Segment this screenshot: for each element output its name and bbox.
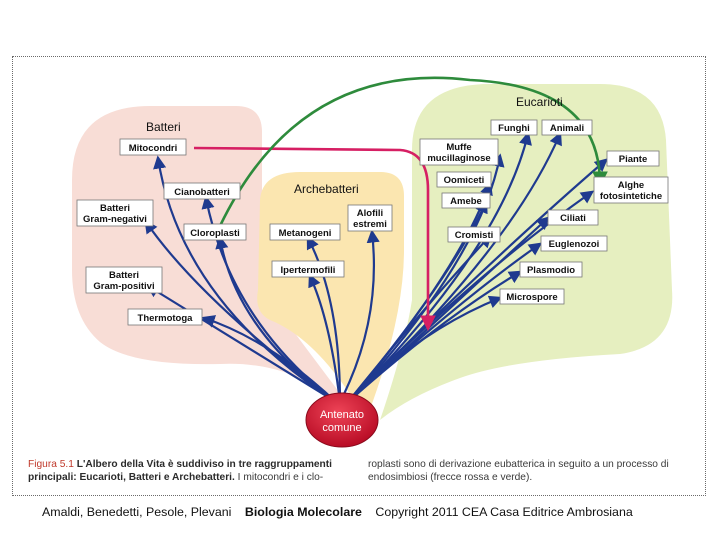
- svg-text:Cianobatteri: Cianobatteri: [174, 187, 229, 198]
- svg-text:Thermotoga: Thermotoga: [138, 313, 194, 324]
- label-hyperthermophiles: Ipertermofili: [271, 260, 345, 278]
- svg-text:Amebe: Amebe: [450, 196, 482, 207]
- branch-lines: [144, 131, 608, 404]
- label-plasmodium: Plasmodio: [519, 261, 583, 278]
- svg-text:Mitocondri: Mitocondri: [129, 143, 178, 154]
- label-chromists: Cromisti: [447, 226, 501, 243]
- label-gram-positive: Batteri Gram-positivi: [85, 266, 163, 294]
- label-euglenozoa: Euglenozoi: [540, 235, 608, 252]
- label-fungi: Funghi: [490, 119, 538, 136]
- svg-text:Plasmodio: Plasmodio: [527, 265, 575, 276]
- svg-text:Piante: Piante: [619, 154, 648, 165]
- svg-text:mucillaginose: mucillaginose: [427, 153, 490, 164]
- svg-text:Ipertermofili: Ipertermofili: [281, 265, 336, 276]
- branch-animals: [346, 131, 562, 404]
- common-ancestor-node: Antenato comune: [305, 392, 379, 448]
- figure-caption-right: roplasti sono di derivazione eubatterica…: [368, 459, 708, 484]
- group-title-archaea: Archebatteri: [294, 182, 359, 196]
- branch-slime-molds: [346, 153, 505, 404]
- label-oomycetes: Oomiceti: [436, 171, 492, 188]
- common-ancestor-line1: Antenato: [320, 409, 364, 421]
- svg-text:Ciliati: Ciliati: [560, 213, 586, 224]
- svg-text:estremi: estremi: [353, 219, 387, 230]
- branch-methanogens: [306, 235, 342, 404]
- label-amoebae: Amebe: [441, 192, 491, 209]
- label-methanogens: Metanogeni: [269, 223, 341, 241]
- label-chloroplasts: Cloroplasti: [183, 223, 247, 241]
- figure-frame: [12, 56, 706, 496]
- svg-text:Cloroplasti: Cloroplasti: [190, 228, 240, 239]
- label-slime-molds: Muffe mucillaginose: [419, 138, 499, 166]
- label-gram-negative: Batteri Gram-negativi: [76, 199, 154, 227]
- label-cyanobacteria: Cianobatteri: [163, 182, 241, 200]
- branch-chloroplast-stem: [215, 235, 338, 404]
- common-ancestor-line2: comune: [322, 422, 361, 434]
- label-ciliates: Ciliati: [547, 209, 599, 226]
- footer: Amaldi, Benedetti, Pesole, Plevani Biolo…: [42, 505, 643, 519]
- label-animals: Animali: [541, 119, 593, 136]
- svg-text:Gram-negativi: Gram-negativi: [83, 214, 147, 225]
- footer-authors: Amaldi, Benedetti, Pesole, Plevani: [42, 505, 232, 519]
- group-title-eukarya: Eucarioti: [516, 95, 563, 109]
- svg-text:Metanogeni: Metanogeni: [279, 228, 332, 239]
- svg-text:Euglenozoi: Euglenozoi: [549, 239, 600, 250]
- svg-text:Animali: Animali: [550, 123, 584, 134]
- svg-text:Microspore: Microspore: [506, 292, 557, 303]
- label-microsporidia: Microspore: [499, 288, 565, 305]
- svg-text:Alghe: Alghe: [618, 180, 644, 191]
- branch-fungi: [346, 131, 532, 404]
- branch-halophiles: [338, 229, 380, 404]
- figure-label: Figura 5.1: [28, 459, 74, 470]
- label-thermotoga: Thermotoga: [127, 308, 203, 326]
- svg-text:Batteri: Batteri: [109, 270, 139, 281]
- group-title-bacteria: Batteri: [146, 120, 181, 134]
- footer-book-title: Biologia Molecolare: [244, 505, 362, 519]
- caption-bold-text: L'Albero della Vita è suddiviso in tre r…: [28, 459, 332, 483]
- label-mitochondria: Mitocondri: [119, 138, 187, 156]
- bacteria-region: [72, 106, 360, 420]
- label-photosynthetic-algae: Alghe fotosintetiche: [593, 176, 669, 204]
- svg-text:Muffe: Muffe: [446, 142, 471, 153]
- svg-text:Batteri: Batteri: [100, 203, 130, 214]
- label-plants: Piante: [606, 150, 660, 167]
- caption-text-left: I mitocondri e i clo-: [237, 471, 324, 483]
- footer-copyright: Copyright 2011 CEA Casa Editrice Ambrosi…: [375, 505, 633, 519]
- svg-text:Cromisti: Cromisti: [455, 230, 494, 241]
- svg-text:Alofili: Alofili: [357, 208, 383, 219]
- caption-text-right: roplasti sono di derivazione eubatterica…: [368, 459, 669, 483]
- svg-text:Gram-positivi: Gram-positivi: [93, 281, 154, 292]
- figure-caption-left: Figura 5.1 L'Albero della Vita è suddivi…: [28, 459, 368, 484]
- svg-text:Oomiceti: Oomiceti: [444, 175, 485, 186]
- svg-text:fotosintetiche: fotosintetiche: [600, 191, 662, 202]
- branch-gram-positive: [145, 284, 338, 404]
- label-extreme-halophiles: Alofili estremi: [347, 204, 393, 232]
- branch-hyperthermophiles: [308, 273, 342, 404]
- svg-text:Funghi: Funghi: [498, 123, 530, 134]
